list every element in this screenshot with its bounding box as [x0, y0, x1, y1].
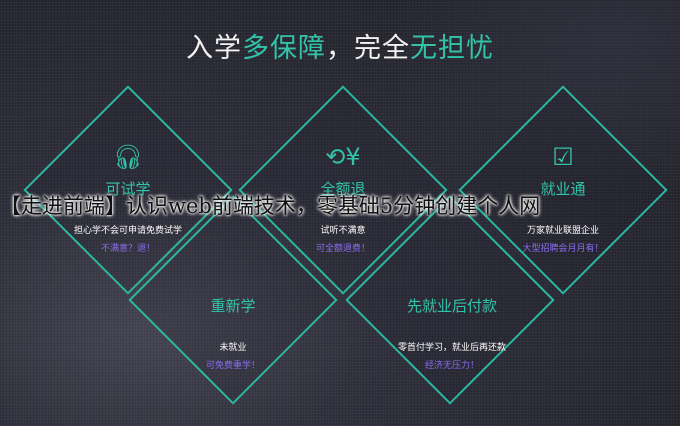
title-part: 入学 — [186, 33, 242, 64]
card-name: 可试学 — [105, 180, 151, 198]
card-sub: 经济无压力！ — [424, 361, 479, 371]
card-name: 先就业后付款 — [406, 297, 497, 315]
card-desc: 未就业 — [219, 343, 247, 353]
background-glow — [380, 0, 680, 200]
card-desc: 试听不满意 — [320, 226, 366, 236]
card-sub: 可全额退费！ — [315, 244, 370, 254]
card-refund[interactable]: ⟲¥ 全额退 试听不满意 可全额退费！ — [243, 142, 443, 254]
card-trial[interactable]: 🎧︎ 可试学 担心学不会可申请免费试学 不满意？退！ — [28, 142, 228, 254]
calendar-check-icon: ☑ — [552, 143, 574, 171]
card-desc: 零首付学习，就业后再还款 — [397, 343, 506, 353]
card-name: 全额退 — [320, 180, 366, 198]
card-desc: 万家就业联盟企业 — [526, 226, 599, 236]
title-highlight: 无担忧 — [410, 33, 494, 64]
card-pay-later[interactable]: 先就业后付款 零首付学习，就业后再还款 经济无压力！ — [352, 289, 552, 371]
card-sub: 不满意？退！ — [100, 244, 155, 254]
card-sub: 大型招聘会月月有！ — [522, 244, 604, 254]
background-glow — [0, 200, 360, 426]
page-title: 入学多保障，完全无担忧 — [0, 26, 680, 65]
card-name: 重新学 — [210, 297, 256, 315]
card-relearn[interactable]: 重新学 未就业 可免费重学！ — [133, 289, 333, 371]
overlay-caption: 【走进前端】认识web前端技术，零基础5分钟创建个人网 — [0, 194, 541, 218]
yen-refund-icon: ⟲¥ — [325, 143, 361, 171]
card-sub: 可免费重学！ — [205, 361, 260, 371]
card-desc: 担心学不会可申请免费试学 — [73, 226, 182, 236]
title-highlight: 多保障 — [242, 33, 326, 64]
headphones-icon: 🎧︎ — [112, 143, 144, 171]
card-name: 就业通 — [540, 180, 586, 198]
title-part: ，完全 — [326, 33, 410, 64]
card-employment[interactable]: ☑ 就业通 万家就业联盟企业 大型招聘会月月有！ — [463, 142, 663, 254]
